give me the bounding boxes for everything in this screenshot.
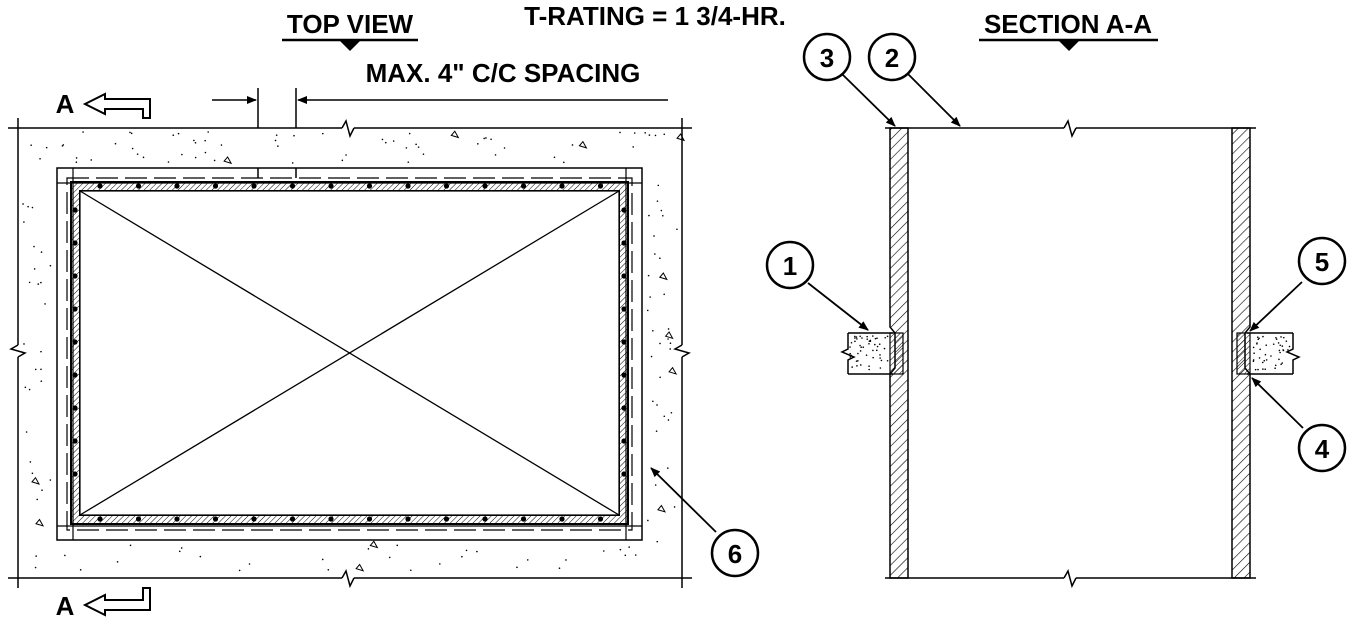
callout-6-number: 6 [728,539,742,569]
callout-5-number: 5 [1315,247,1329,277]
callout-1-bubble: 1 [765,240,815,290]
callout-5-bubble: 5 [1297,236,1347,286]
top-view-duct-x-lines [79,190,620,516]
section-sealant-right [1236,332,1251,375]
section-floor-slab-left [840,332,893,375]
callout-6-bubble: 6 [710,528,760,578]
callout-4-number: 4 [1315,434,1330,464]
section-mark-top-label: A [56,89,75,119]
rating-label: T-RATING = 1 3/4-HR. [524,1,786,31]
callout-3-bubble: 3 [802,32,852,82]
callout-1-number: 1 [783,251,797,281]
section-floor-slab-right [1247,332,1301,375]
callout-5-leader [1249,281,1303,332]
callout-3-leader [841,73,896,127]
top-view-title-marker [340,41,360,51]
callout-1-leader [807,282,869,331]
callout-2-leader [907,73,961,127]
top-view-duct-sleeve [56,167,643,541]
callout-4-leader [1251,377,1304,429]
section-title: SECTION A-A [984,9,1152,39]
section-mark-bottom-arrow-icon [82,587,151,617]
top-view-title: TOP VIEW [287,9,414,39]
callout-2-number: 2 [885,43,899,73]
section-title-marker [1059,41,1079,51]
section-mark-top-arrow-icon [82,92,151,119]
callout-4-bubble: 4 [1297,423,1347,473]
callout-2-bubble: 2 [867,32,917,82]
section-duct [885,119,1256,589]
spacing-dimension-label: MAX. 4" C/C SPACING [366,58,641,88]
section-sealant-left [889,332,904,375]
top-view-floor-slab [8,118,692,589]
callout-6-leader [650,467,717,533]
section-mark-bottom-label: A [56,591,75,621]
callout-3-number: 3 [820,43,834,73]
